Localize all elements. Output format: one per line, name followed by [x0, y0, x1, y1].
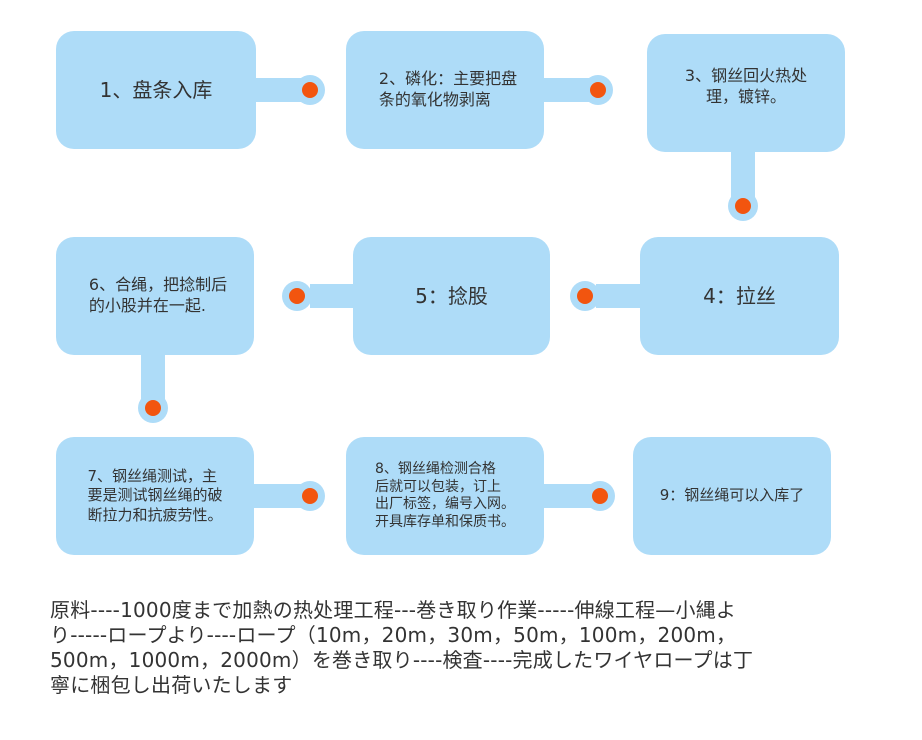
step-1-box: 1、盘条入库: [56, 31, 256, 149]
step-3-connector-dot: [735, 198, 751, 214]
step-5-box: 5：捻股: [353, 237, 550, 355]
step-6-connector-dot: [145, 400, 161, 416]
step-2-label: 2、磷化：主要把盘 条的氧化物剥离: [378, 69, 518, 109]
step-7-label: 7、钢丝绳测试，主 要是测试钢丝绳的破 断拉力和抗疲劳性。: [87, 466, 223, 524]
step-7-connector: [250, 484, 302, 508]
step-4-connector: [596, 284, 644, 308]
step-9-box: 9：钢丝绳可以入库了: [633, 437, 831, 555]
step-7-connector-dot: [302, 488, 318, 504]
step-1-connector-dot: [302, 82, 318, 98]
process-description: 原料----1000度まで加熱の热处理工程---巻き取り作業-----伸線工程—…: [50, 598, 754, 697]
step-9-label: 9：钢丝绳可以入库了: [659, 486, 805, 505]
step-1-connector: [252, 78, 302, 102]
process-flow-diagram: 1、盘条入库 2、磷化：主要把盘 条的氧化物剥离 3、钢丝回火热处 理，镀锌。 …: [56, 31, 845, 555]
step-8-connector: [540, 484, 592, 508]
step-3-box: 3、钢丝回火热处 理，镀锌。: [647, 34, 845, 152]
step-4-connector-dot: [577, 288, 593, 304]
step-5-connector: [310, 284, 358, 308]
step-4-label: 4：拉丝: [703, 284, 776, 308]
step-8-connector-dot: [592, 488, 608, 504]
step-2-box: 2、磷化：主要把盘 条的氧化物剥离: [346, 31, 544, 149]
step-6-connector: [141, 350, 165, 400]
step-8-label: 8、钢丝绳检测合格 后就可以包装，订上 出厂标签，编号入网。 开具库存单和保质书…: [375, 461, 515, 530]
step-5-connector-dot: [289, 288, 305, 304]
step-1-label: 1、盘条入库: [99, 78, 213, 102]
step-7-box: 7、钢丝绳测试，主 要是测试钢丝绳的破 断拉力和抗疲劳性。: [56, 437, 254, 555]
step-2-connector-dot: [590, 82, 606, 98]
step-6-label: 6、合绳，把捻制后 的小股并在一起.: [88, 275, 228, 315]
step-6-box: 6、合绳，把捻制后 的小股并在一起.: [56, 237, 254, 355]
step-4-box: 4：拉丝: [640, 237, 839, 355]
step-8-box: 8、钢丝绳检测合格 后就可以包装，订上 出厂标签，编号入网。 开具库存单和保质书…: [346, 437, 544, 555]
step-5-label: 5：捻股: [415, 284, 488, 308]
step-3-label: 3、钢丝回火热处 理，镀锌。: [684, 66, 808, 106]
